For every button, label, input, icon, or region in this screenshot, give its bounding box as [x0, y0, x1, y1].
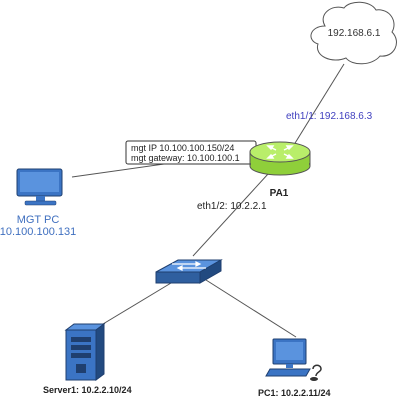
server-tower-icon[interactable]: [64, 323, 106, 381]
eth1-2-label: eth1/2: 10.2.2.1: [197, 201, 267, 212]
mgmt-callout: mgt IP 10.100.100.150/24 mgt gateway: 10…: [125, 140, 257, 165]
mgt-gateway-label: mgt gateway: 10.100.100.1: [131, 153, 240, 163]
link-internet-firewall: [291, 63, 345, 149]
workstation-icon[interactable]: [265, 338, 322, 381]
mgt-ip-label: mgt IP 10.100.100.150/24: [131, 143, 234, 153]
server-label: Server1: 10.2.2.10/24: [43, 385, 132, 395]
desktop-computer-icon[interactable]: [16, 168, 63, 206]
pc1-label: PC1: 10.2.2.11/24: [258, 388, 331, 398]
cloud-icon: [310, 1, 397, 65]
network-switch-icon[interactable]: [155, 259, 223, 284]
link-switch-server: [97, 279, 177, 328]
cloud-label: 192.168.6.1: [328, 28, 381, 39]
mgt-pc-label: MGT PC: [17, 214, 60, 226]
mgt-pc-ip: 10.100.100.131: [0, 226, 76, 238]
eth1-1-label: eth1/1: 192.168.6.3: [286, 111, 373, 122]
firewall-label: PA1: [270, 188, 289, 199]
link-firewall-switch: [192, 173, 269, 257]
router-icon[interactable]: [249, 141, 311, 176]
link-switch-pc: [205, 279, 297, 338]
